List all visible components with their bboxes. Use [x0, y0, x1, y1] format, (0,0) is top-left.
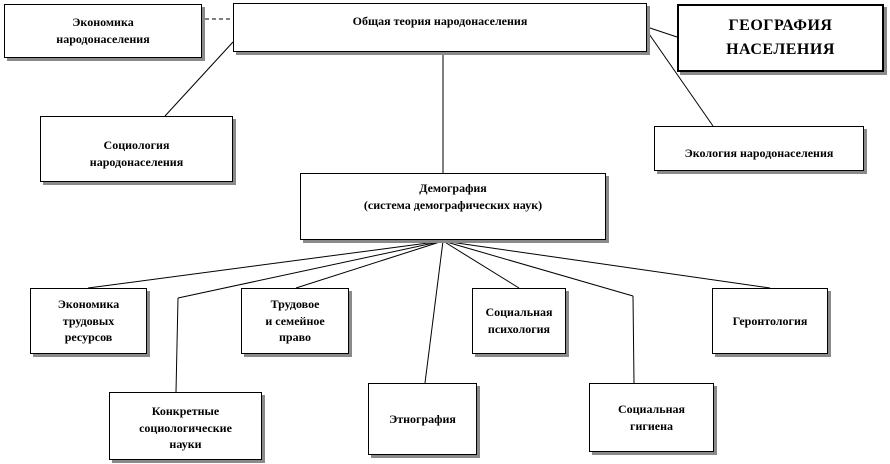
node-sociology-population: Социология народонаселения	[40, 116, 233, 182]
node-general-theory: Общая теория народонаселения	[233, 3, 647, 52]
link-demo-labor-law	[295, 240, 444, 289]
node-economics-population: Экономика народонаселения	[4, 4, 202, 58]
node-concrete-sociology: Конкретные социологические науки	[109, 392, 262, 460]
link-demo-social-psychology	[442, 240, 520, 289]
node-social-hygiene: Социальная гигиена	[589, 383, 714, 452]
link-demo-ethnography	[424, 240, 444, 384]
node-gerontology: Геронтология	[712, 288, 828, 354]
node-labor-family-law: Трудовое и семейное право	[241, 288, 349, 354]
node-social-psychology: Социальная психология	[472, 288, 566, 354]
link-social-hygiene-stem	[632, 295, 635, 384]
node-demography: Демография (система демографических наук…	[300, 173, 606, 240]
link-general-sociology	[164, 41, 234, 117]
link-demo-concrete-sociology	[177, 240, 444, 299]
link-general-ecology	[646, 30, 714, 127]
link-general-geography	[646, 26, 678, 38]
node-geography-population: ГЕОГРАФИЯ НАСЕЛЕНИЯ	[677, 4, 884, 72]
node-ecology-population: Экология народонаселения	[654, 126, 864, 171]
node-economics-labor: Экономика трудовых ресурсов	[30, 288, 147, 354]
node-ethnography: Этнография	[368, 383, 477, 455]
link-demo-social-hygiene	[442, 240, 634, 297]
link-demo-gerontology	[442, 240, 771, 289]
link-demo-economics-labor	[87, 240, 444, 289]
link-concrete-sociology-stem	[175, 297, 179, 393]
